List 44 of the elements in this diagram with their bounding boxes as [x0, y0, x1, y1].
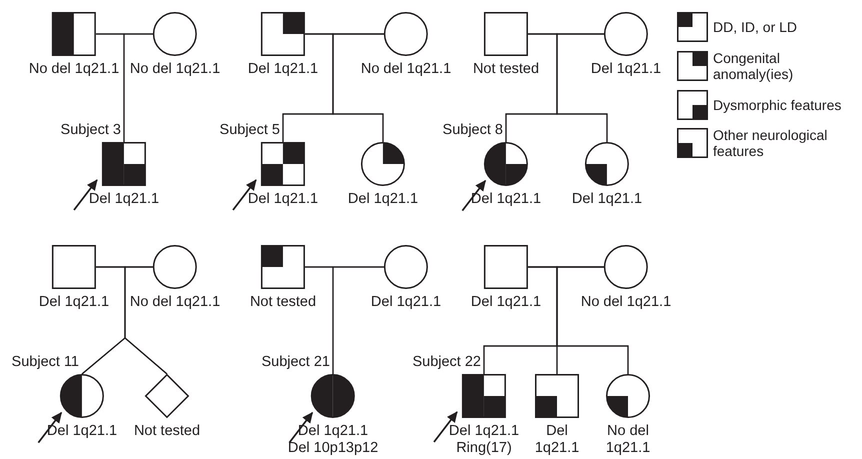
subject-label: Subject 11 [12, 354, 79, 371]
descent-line [124, 266, 168, 374]
descent-line [332, 266, 384, 374]
legend-label: Congenital anomaly(ies) [713, 50, 794, 82]
genotype-label: Del 1q21.1 [38, 294, 110, 311]
proband-arrow [232, 179, 257, 211]
proband-arrow [288, 412, 314, 444]
genotype-label: Del 1q21.1 [348, 191, 418, 208]
genotype-label: Del 1q21.1 [534, 423, 580, 457]
proband-arrow [433, 411, 458, 443]
descent-line [123, 33, 153, 142]
legend-label: Dysmorphic features [713, 97, 842, 113]
genotype-label: No del 1q21.1 [580, 294, 672, 311]
genotype-label: Del 1q21.1 [572, 191, 642, 208]
genotype-label: Not tested [250, 294, 316, 311]
genotype-label: No del 1q21.1 [604, 423, 652, 457]
proband-arrow [462, 180, 486, 212]
subject-label: Subject 21 [261, 354, 330, 371]
legend-label: Other neurological features [713, 127, 828, 159]
proband-arrow [73, 179, 98, 211]
subject-label: Subject 3 [60, 122, 121, 139]
subject-label: Subject 5 [220, 122, 280, 139]
legend-label: DD, ID, or LD [713, 19, 798, 35]
genotype-label: Del 10p13p12 [288, 440, 378, 457]
genotype-label: Del 1q21.1 [248, 191, 318, 208]
descent-line [556, 266, 629, 374]
genotype-label: Not tested [134, 423, 200, 440]
subject-label: Subject 8 [442, 122, 503, 139]
genotype-label: Not tested [472, 61, 540, 78]
genotype-label: Del 1q21.1 [248, 61, 318, 78]
descent-line [556, 33, 608, 142]
genotype-label: Del 1q21.1 [88, 191, 160, 208]
genotype-label: Del 1q21.1 [590, 61, 662, 78]
genotype-label: No del 1q21.1 [360, 61, 452, 78]
genotype-label: No del 1q21.1 [130, 61, 220, 78]
subject-label: Subject 22 [412, 354, 481, 371]
genotype-label: Del 1q21.1 [448, 423, 520, 440]
genotype-label: Del 1q21.1 [470, 294, 542, 311]
descent-line [332, 33, 384, 142]
genotype-label: No del 1q21.1 [28, 61, 120, 78]
proband-arrow [38, 412, 62, 444]
genotype-label: Del 1q21.1 [370, 294, 442, 311]
genotype-label: Ring(17) [456, 440, 512, 457]
genotype-label: No del 1q21.1 [130, 294, 220, 311]
